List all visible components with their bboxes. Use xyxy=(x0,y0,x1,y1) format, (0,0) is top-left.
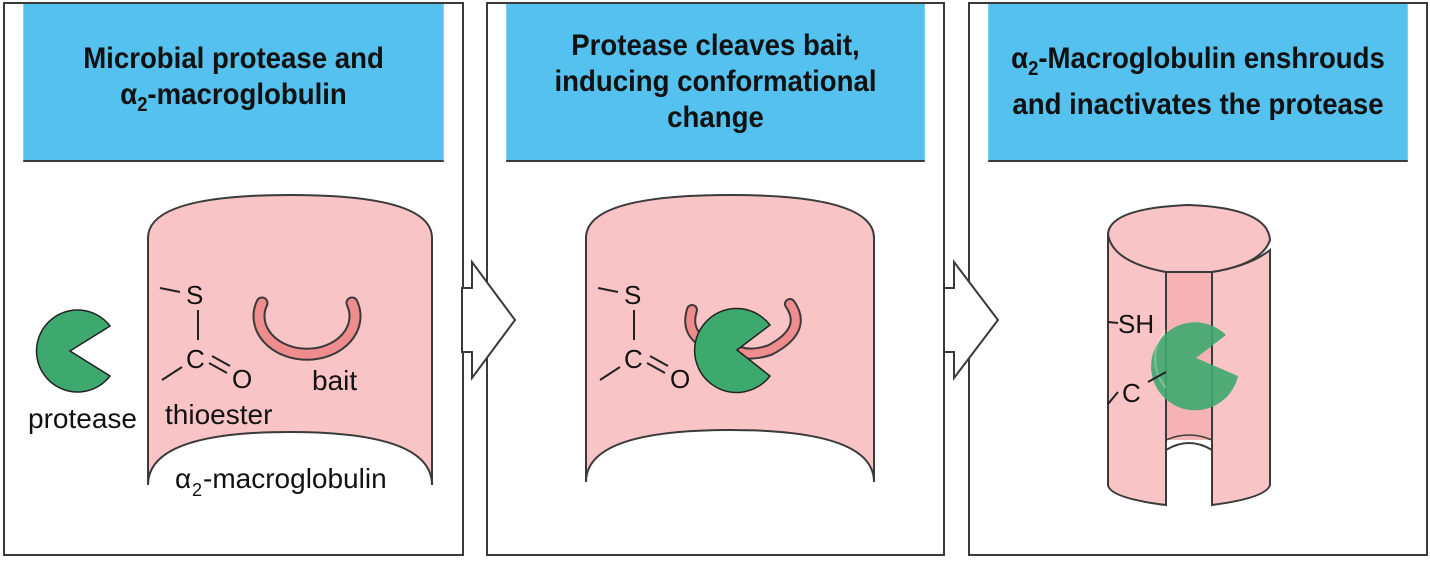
carbon-label-2: C xyxy=(624,344,643,374)
protease-label: protease xyxy=(28,403,137,434)
protease-shape-2 xyxy=(693,307,772,394)
macroglobulin-label: -macroglobulin xyxy=(203,463,387,494)
thioester-group-3 xyxy=(1107,321,1167,405)
macroglobulin-cylinder-3 xyxy=(1106,203,1272,507)
sulfur-label-2: S xyxy=(624,280,641,310)
thioester-group-2 xyxy=(597,287,669,381)
oxygen-label-2: O xyxy=(670,364,690,394)
arrow-1-2 xyxy=(461,258,517,382)
panel-3-title: α2-Macroglobulin enshrouds and inactivat… xyxy=(988,4,1408,162)
panel-1-title: Microbial protease and α2-macroglobulin xyxy=(23,4,444,162)
thioester-group-1 xyxy=(159,287,231,381)
panel-2-title-line3: change xyxy=(667,101,764,134)
macroglobulin-label-sub: 2 xyxy=(192,480,202,500)
panel-3-title-rest: -Macroglobulin enshrouds xyxy=(1038,42,1385,75)
panel-2-title-line1: Protease cleaves bait, xyxy=(571,29,860,62)
carbon-label-3: C xyxy=(1122,378,1141,408)
arrow-2-3 xyxy=(943,259,1000,381)
bait-shape-1 xyxy=(252,296,362,361)
panel-2-title: Protease cleaves bait, inducing conforma… xyxy=(506,4,925,162)
panel-1-title-line1: Microbial protease and xyxy=(83,42,384,75)
bait-label: bait xyxy=(312,365,357,396)
carbon-label-1: C xyxy=(186,344,205,374)
panel-1-title-rest: -macroglobulin xyxy=(147,78,347,111)
panel-1-title-sub: 2 xyxy=(137,94,148,116)
panel-2-title-line2: inducing conformational xyxy=(554,65,877,98)
protease-shape-1 xyxy=(35,309,112,393)
macroglobulin-label-alpha: α xyxy=(175,463,191,494)
sulfhydryl-label-3: SH xyxy=(1118,309,1154,339)
sulfur-label-1: S xyxy=(186,280,203,310)
oxygen-label-1: O xyxy=(232,364,252,394)
panel-1-title-alpha: α xyxy=(120,78,138,111)
protease-shape-3 xyxy=(1151,322,1238,411)
panel-3: α2-Macroglobulin enshrouds and inactivat… xyxy=(968,2,1428,556)
macroglobulin-cylinder-1 xyxy=(147,193,433,486)
panel-3-title-line2: and inactivates the protease xyxy=(1012,88,1384,121)
panel-3-title-sub: 2 xyxy=(1028,58,1039,80)
thioester-label: thioester xyxy=(165,399,272,430)
panel-3-title-alpha: α xyxy=(1011,42,1029,75)
